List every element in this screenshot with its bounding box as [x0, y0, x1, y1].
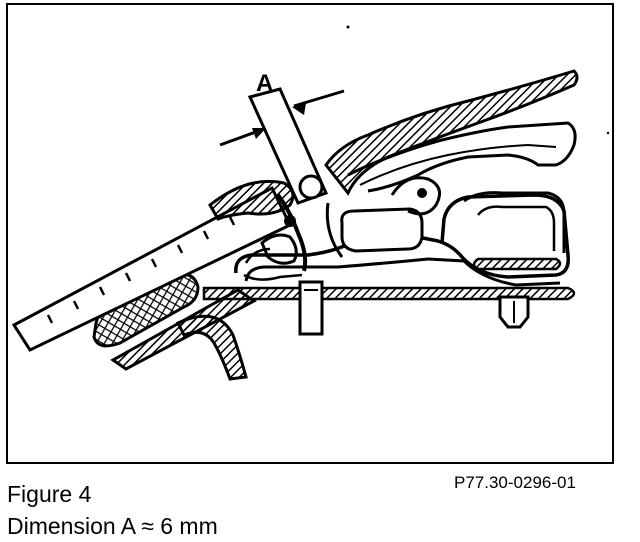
dimension-caption: Dimension A ≈ 6 mm — [7, 513, 218, 539]
diagram-frame: A — [6, 3, 614, 464]
slotted-plate — [110, 288, 257, 371]
mechanism-drawing: A — [11, 25, 610, 381]
dimension-label: A — [256, 70, 273, 97]
figure-caption: Figure 4 — [7, 481, 92, 507]
base-plate — [202, 286, 576, 301]
release-arm — [324, 69, 579, 196]
mounting-bolt — [298, 280, 324, 336]
reference-number: P77.30-0296-01 — [454, 473, 576, 492]
gauge-pin — [247, 87, 329, 205]
dimension-a-marker — [219, 89, 345, 147]
stud-nut — [498, 295, 530, 329]
